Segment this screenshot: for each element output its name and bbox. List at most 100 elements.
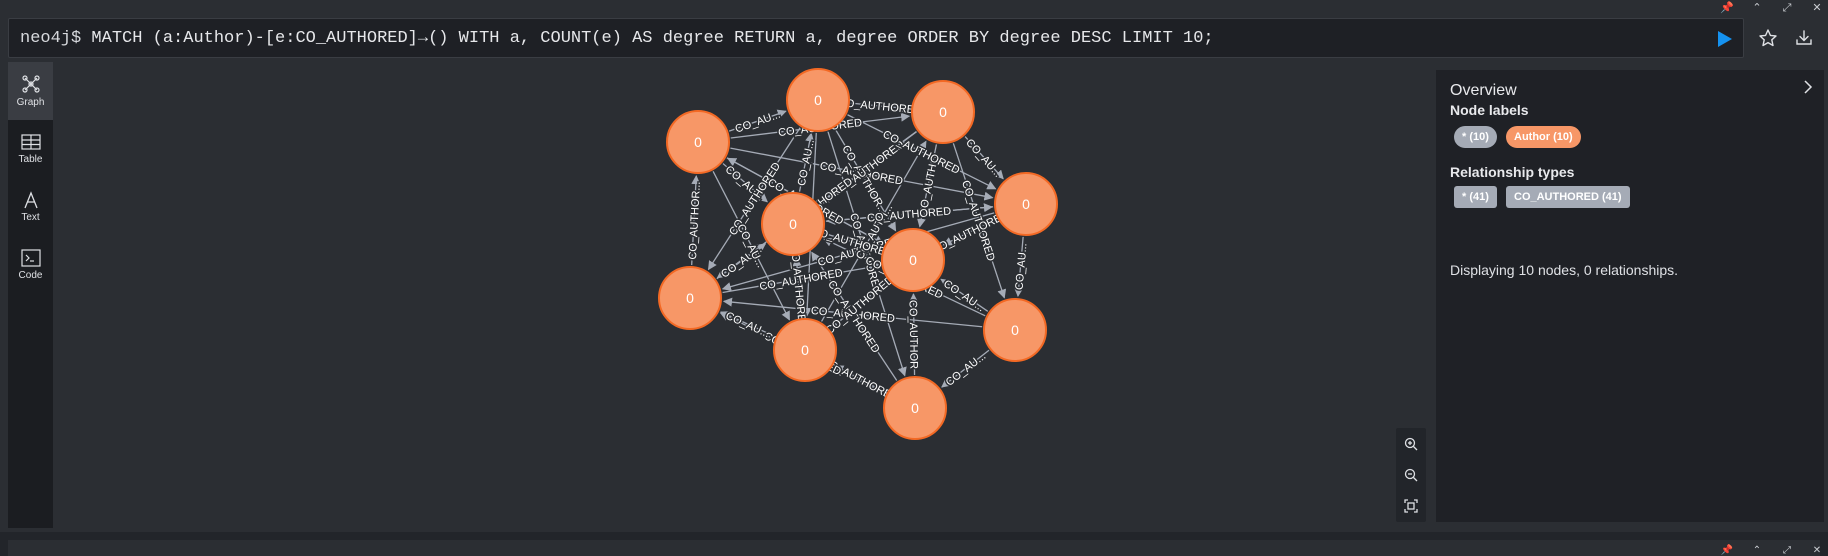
fit-screen-icon <box>1404 498 1418 513</box>
relationship-edge[interactable] <box>722 262 881 294</box>
run-button[interactable] <box>1714 29 1734 49</box>
node-circle[interactable] <box>911 80 975 144</box>
relationship-edge[interactable] <box>720 311 776 337</box>
code-icon <box>20 249 41 267</box>
relationship-edge[interactable] <box>834 128 897 232</box>
view-graph-button[interactable]: Graph <box>8 62 53 120</box>
relationship-edge[interactable] <box>722 163 768 203</box>
relationship-edge[interactable] <box>712 171 791 321</box>
relationship-types-heading: Relationship types <box>1450 164 1575 180</box>
relationship-edge[interactable] <box>940 278 989 312</box>
frame-titlebar: 📌 ⌃ ⤢ ✕ <box>0 0 1828 16</box>
author-node[interactable]: 0 <box>881 228 945 292</box>
relationship-label: CO_AU... <box>941 278 987 315</box>
next-frame <box>8 540 1820 556</box>
query-editor[interactable]: neo4j$ MATCH (a:Author)-[e:CO_AUTHORED]→… <box>8 18 1744 58</box>
rel-type-all-pill[interactable]: * (41) <box>1454 186 1497 208</box>
node-circle[interactable] <box>983 298 1047 362</box>
relationship-edge[interactable] <box>824 232 882 253</box>
node-caption: 0 <box>801 342 809 358</box>
fullscreen-icon[interactable]: ⤢ <box>1782 2 1792 14</box>
graph-icon <box>21 75 40 93</box>
view-text-button[interactable]: Text <box>8 178 53 236</box>
relationship-label: CO_AU... <box>734 109 782 136</box>
collapse-icon[interactable]: ⌃ <box>1752 2 1762 14</box>
relationship-edge[interactable] <box>825 203 994 222</box>
author-node[interactable]: 0 <box>911 80 975 144</box>
fit-to-screen-button[interactable] <box>1396 490 1426 521</box>
author-node[interactable]: 0 <box>658 266 722 330</box>
node-circle[interactable] <box>786 68 850 132</box>
node-label-author-pill[interactable]: Author (10) <box>1506 126 1581 148</box>
star-icon <box>1759 29 1777 47</box>
overview-status: Displaying 10 nodes, 0 relationships. <box>1450 262 1679 278</box>
pin-icon[interactable]: 📌 <box>1720 2 1734 14</box>
author-node[interactable]: 0 <box>666 110 730 174</box>
close-icon[interactable]: ✕ <box>1812 545 1822 556</box>
view-graph-label: Graph <box>16 97 45 108</box>
collapse-icon[interactable]: ⌃ <box>1752 545 1762 556</box>
relationship-edge[interactable] <box>964 136 1004 180</box>
author-node[interactable]: 0 <box>994 172 1058 236</box>
relationship-edge[interactable] <box>827 131 907 377</box>
view-text-label: Text <box>21 212 40 223</box>
author-node[interactable]: 0 <box>786 68 850 132</box>
relationship-edge[interactable] <box>792 256 803 318</box>
next-frame-icons: 📌 ⌃ ⤢ ✕ <box>1720 545 1824 556</box>
author-node[interactable]: 0 <box>761 192 825 256</box>
node-circle[interactable] <box>773 318 837 382</box>
relationship-edge[interactable] <box>830 280 889 329</box>
relationship-edge[interactable] <box>721 212 995 292</box>
view-code-button[interactable]: Code <box>8 236 53 294</box>
relationship-label: CO_AUTHOR... <box>687 181 703 260</box>
zoom-in-button[interactable] <box>1396 428 1426 459</box>
node-caption: 0 <box>694 134 702 150</box>
relationship-edge[interactable] <box>941 349 990 388</box>
relationship-label: CO_AU... <box>944 350 989 388</box>
pin-icon[interactable]: 📌 <box>1720 545 1734 556</box>
view-switcher: Graph Table Text Code <box>8 62 53 528</box>
author-node[interactable]: 0 <box>983 298 1047 362</box>
author-node[interactable]: 0 <box>883 376 947 440</box>
view-table-button[interactable]: Table <box>8 120 53 178</box>
favorite-button[interactable] <box>1758 28 1778 48</box>
relationship-edge[interactable] <box>1014 236 1024 298</box>
relationship-edge[interactable] <box>942 218 997 246</box>
relationship-edge[interactable] <box>820 140 927 322</box>
node-label-all-pill[interactable]: * (10) <box>1454 126 1497 148</box>
author-node[interactable]: 0 <box>773 318 837 382</box>
node-circle[interactable] <box>666 110 730 174</box>
query-text[interactable]: MATCH (a:Author)-[e:CO_AUTHORED]→() WITH… <box>91 28 1214 48</box>
relationship-edge[interactable] <box>952 143 1007 299</box>
node-caption: 0 <box>686 290 694 306</box>
relationship-edge[interactable] <box>850 102 911 113</box>
relationship-edge[interactable] <box>728 109 787 132</box>
graph-visualization[interactable]: CO_AU...CO_AUTHOREDCO_AUTHOREDCO_AU...CO… <box>53 62 1431 528</box>
node-circle[interactable] <box>658 266 722 330</box>
relationship-edge[interactable] <box>834 365 887 394</box>
node-circle[interactable] <box>994 172 1058 236</box>
close-icon[interactable]: ✕ <box>1812 2 1822 14</box>
graph-canvas[interactable]: CO_AU...CO_AUTHOREDCO_AUTHOREDCO_AU...CO… <box>53 62 1431 528</box>
relationship-edge[interactable] <box>716 243 767 280</box>
rel-type-coauthored-pill[interactable]: CO_AUTHORED (41) <box>1506 186 1630 208</box>
relationship-edge[interactable] <box>798 132 815 192</box>
editor-prompt: neo4j$ <box>20 28 82 48</box>
fullscreen-icon[interactable]: ⤢ <box>1783 545 1791 556</box>
relationship-edge[interactable] <box>811 251 898 381</box>
relationship-edge[interactable] <box>909 293 919 376</box>
collapse-overview-icon[interactable] <box>1800 78 1816 96</box>
download-button[interactable] <box>1794 28 1814 48</box>
relationship-label: CO_AUTHOR <box>907 300 920 369</box>
zoom-out-button[interactable] <box>1396 459 1426 490</box>
relationship-label: CO_AUTHORED <box>837 97 922 117</box>
node-circle[interactable] <box>883 376 947 440</box>
node-circle[interactable] <box>761 192 825 256</box>
node-caption: 0 <box>814 92 822 108</box>
node-circle[interactable] <box>881 228 945 292</box>
relationship-edge[interactable] <box>691 175 701 266</box>
relationship-edge[interactable] <box>847 114 997 190</box>
view-table-label: Table <box>18 154 43 165</box>
zoom-controls <box>1396 428 1426 522</box>
relationship-edge[interactable] <box>707 127 801 271</box>
